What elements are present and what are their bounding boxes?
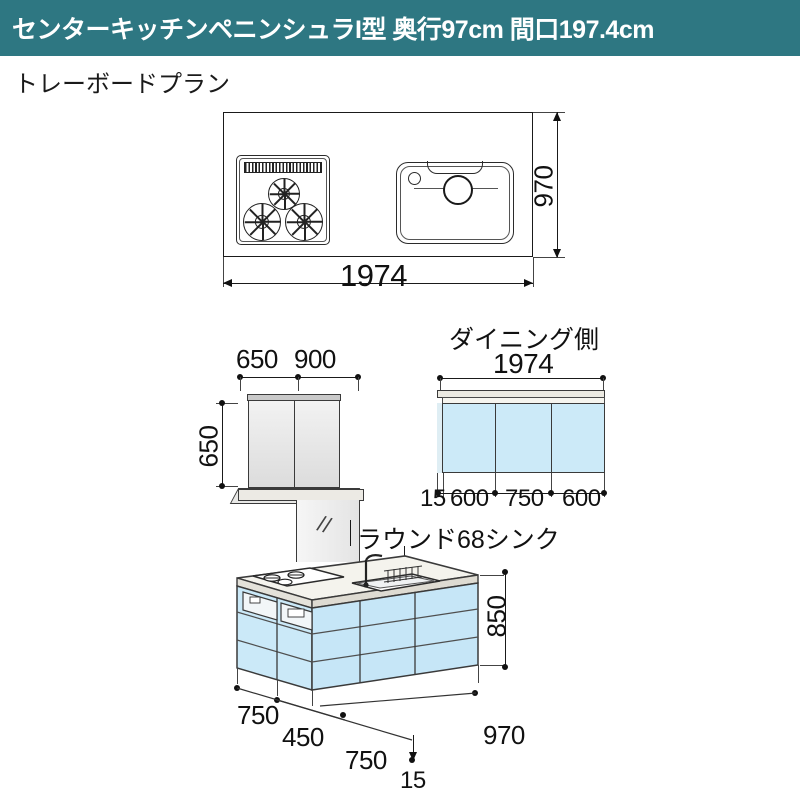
perspective-depth-dimension: 970 — [483, 720, 525, 750]
plan-subtitle: トレーボードプラン — [14, 71, 230, 98]
burner-right-icon — [285, 203, 323, 241]
hood-dimension-650: 650 — [236, 344, 278, 374]
cooktop-plan-icon — [236, 155, 330, 245]
dining-panel-divider-1 — [495, 403, 496, 473]
sink-plan-icon — [396, 161, 514, 244]
dining-panel-divider-2 — [551, 403, 552, 473]
perspective-width-750-left: 750 — [237, 700, 279, 730]
dining-segment-600-right: 600 — [562, 485, 601, 512]
perspective-width-750-right: 750 — [345, 745, 387, 775]
dining-segment-750: 750 — [505, 485, 544, 512]
perspective-height-dimension: 850 — [481, 595, 512, 638]
cooktop-grille-icon — [244, 162, 322, 173]
hood-height-dimension: 650 — [193, 425, 224, 468]
perspective-edge-15: 15 — [400, 767, 426, 794]
plan-depth-dimension: 970 — [528, 165, 559, 208]
hood-duct — [296, 500, 360, 562]
header-band: センターキッチンペニンシュラI型 奥行97cm 間口197.4cm — [0, 0, 800, 56]
dining-width-dimension: 1974 — [493, 348, 554, 379]
sink-overflow-hole-icon — [408, 172, 421, 185]
burner-left-icon — [243, 203, 281, 241]
dining-segment-15: 15 — [420, 485, 446, 512]
sink-callout-label: ラウンド68シンク — [357, 526, 560, 554]
perspective-width-450: 450 — [282, 722, 324, 752]
burner-rear-icon — [268, 178, 300, 210]
hood-dimension-900: 900 — [294, 344, 336, 374]
page-title: センターキッチンペニンシュラI型 奥行97cm 間口197.4cm — [12, 16, 654, 44]
dining-cabinet-body — [437, 403, 605, 473]
dining-cabinet-endcap — [437, 403, 443, 473]
plan-width-dimension: 1974 — [340, 258, 407, 293]
sink-drain-icon — [443, 175, 473, 205]
dining-segment-600-left: 600 — [450, 485, 489, 512]
dining-side-caption: ダイニング側 — [449, 326, 600, 354]
